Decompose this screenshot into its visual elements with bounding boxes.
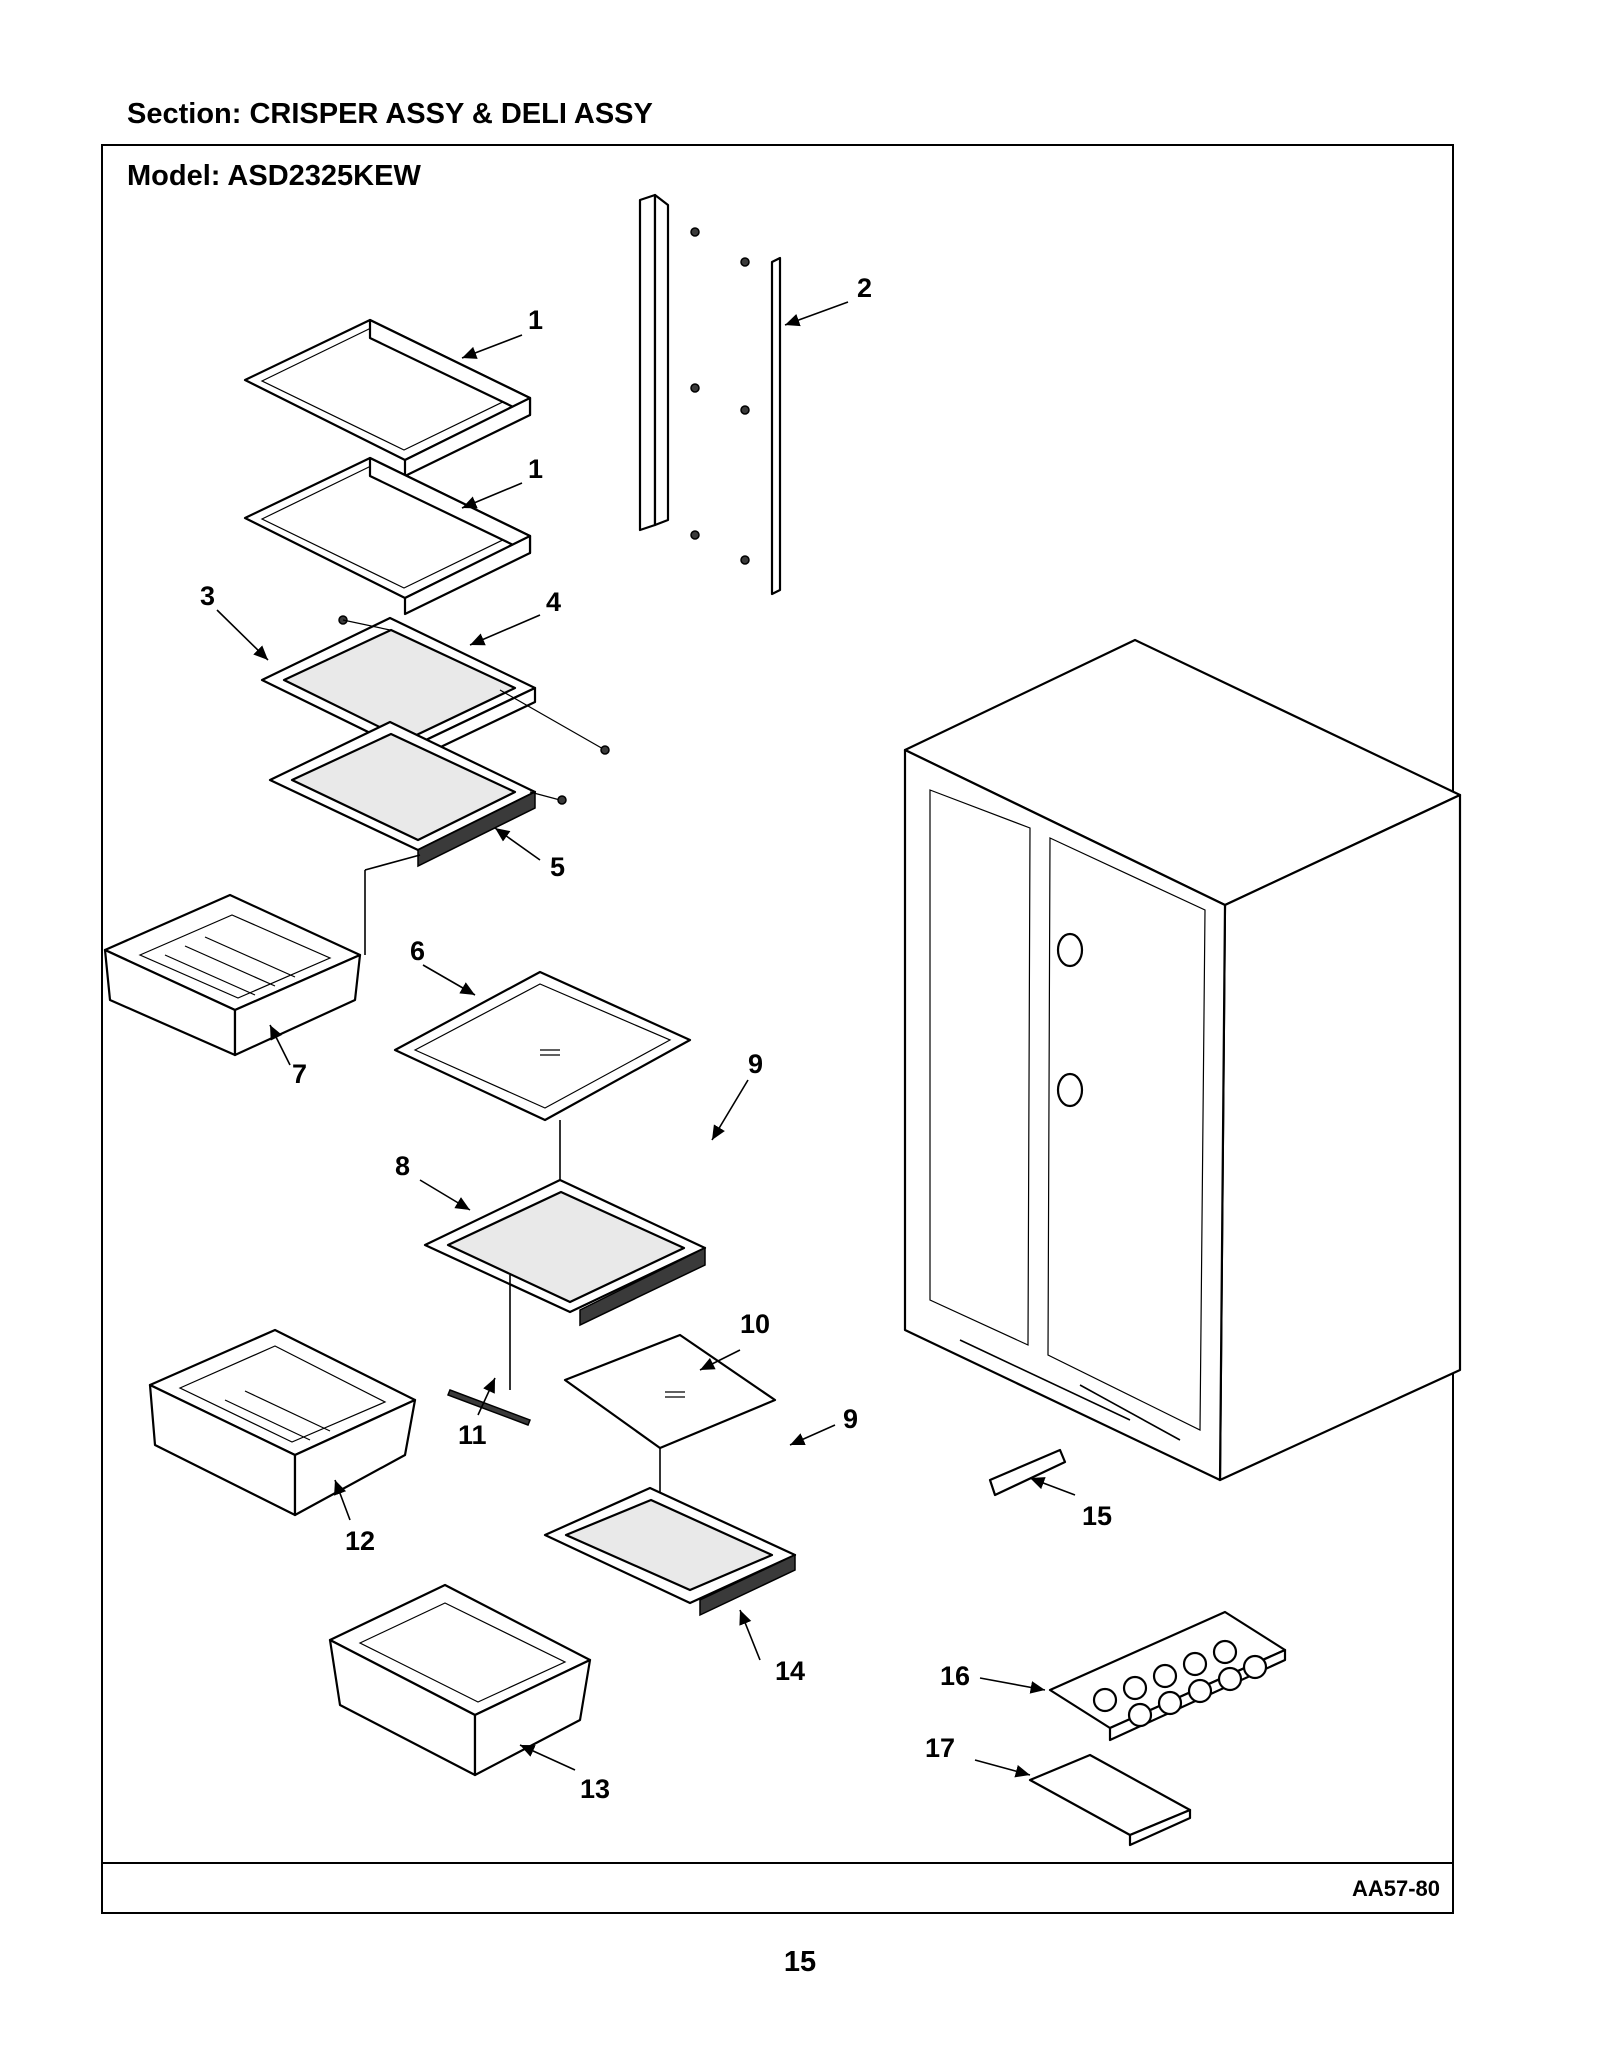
callout-5: 5	[550, 852, 565, 882]
callout-10: 10	[740, 1309, 770, 1339]
callout-14: 14	[775, 1656, 805, 1686]
part-17-dish	[1028, 1753, 1192, 1847]
part-7-crisper-drawer	[103, 854, 421, 1057]
refrigerator-cabinet	[903, 638, 1462, 1482]
callout-4: 4	[546, 587, 561, 617]
part-2-shelf-standards	[638, 193, 782, 596]
section-title: Section: CRISPER ASSY & DELI ASSY	[127, 98, 653, 130]
callout-15: 15	[1082, 1501, 1112, 1531]
part-5-crisper-frame	[268, 720, 567, 868]
callout-13: 13	[580, 1774, 610, 1804]
callout-9a: 9	[748, 1049, 763, 1079]
part-1-shelf-upper	[243, 318, 532, 478]
part-1-shelf-lower	[243, 456, 532, 616]
leader-lines	[216, 301, 1076, 1778]
part-15-bracket	[988, 1448, 1067, 1497]
callout-16: 16	[940, 1661, 970, 1691]
part-12-deli-drawer	[148, 1328, 417, 1517]
callout-12: 12	[345, 1526, 375, 1556]
footer-divider	[101, 1862, 1454, 1864]
part-16-egg-tray	[1048, 1610, 1287, 1742]
page-number: 15	[783, 1946, 817, 1978]
part-6-glass-shelf	[393, 970, 692, 1230]
callout-8: 8	[395, 1151, 410, 1181]
callout-17: 17	[925, 1733, 955, 1763]
part-13-lower-drawer	[328, 1583, 592, 1777]
callout-7: 7	[292, 1059, 307, 1089]
part-4-crisper-cover	[260, 615, 610, 766]
drawing-code: AA57-80	[1351, 1876, 1440, 1901]
part-8-deli-frame	[423, 1178, 707, 1390]
callout-9b: 9	[843, 1404, 858, 1434]
callout-11: 11	[458, 1420, 487, 1450]
callout-2: 2	[857, 273, 872, 303]
callout-6: 6	[410, 936, 425, 966]
model-title: Model: ASD2325KEW	[127, 160, 421, 192]
part-14-lower-frame	[543, 1486, 797, 1617]
part-11-rail	[447, 1389, 531, 1426]
callout-1b: 1	[528, 454, 543, 484]
callout-3: 3	[200, 581, 215, 611]
callout-1a: 1	[528, 305, 543, 335]
